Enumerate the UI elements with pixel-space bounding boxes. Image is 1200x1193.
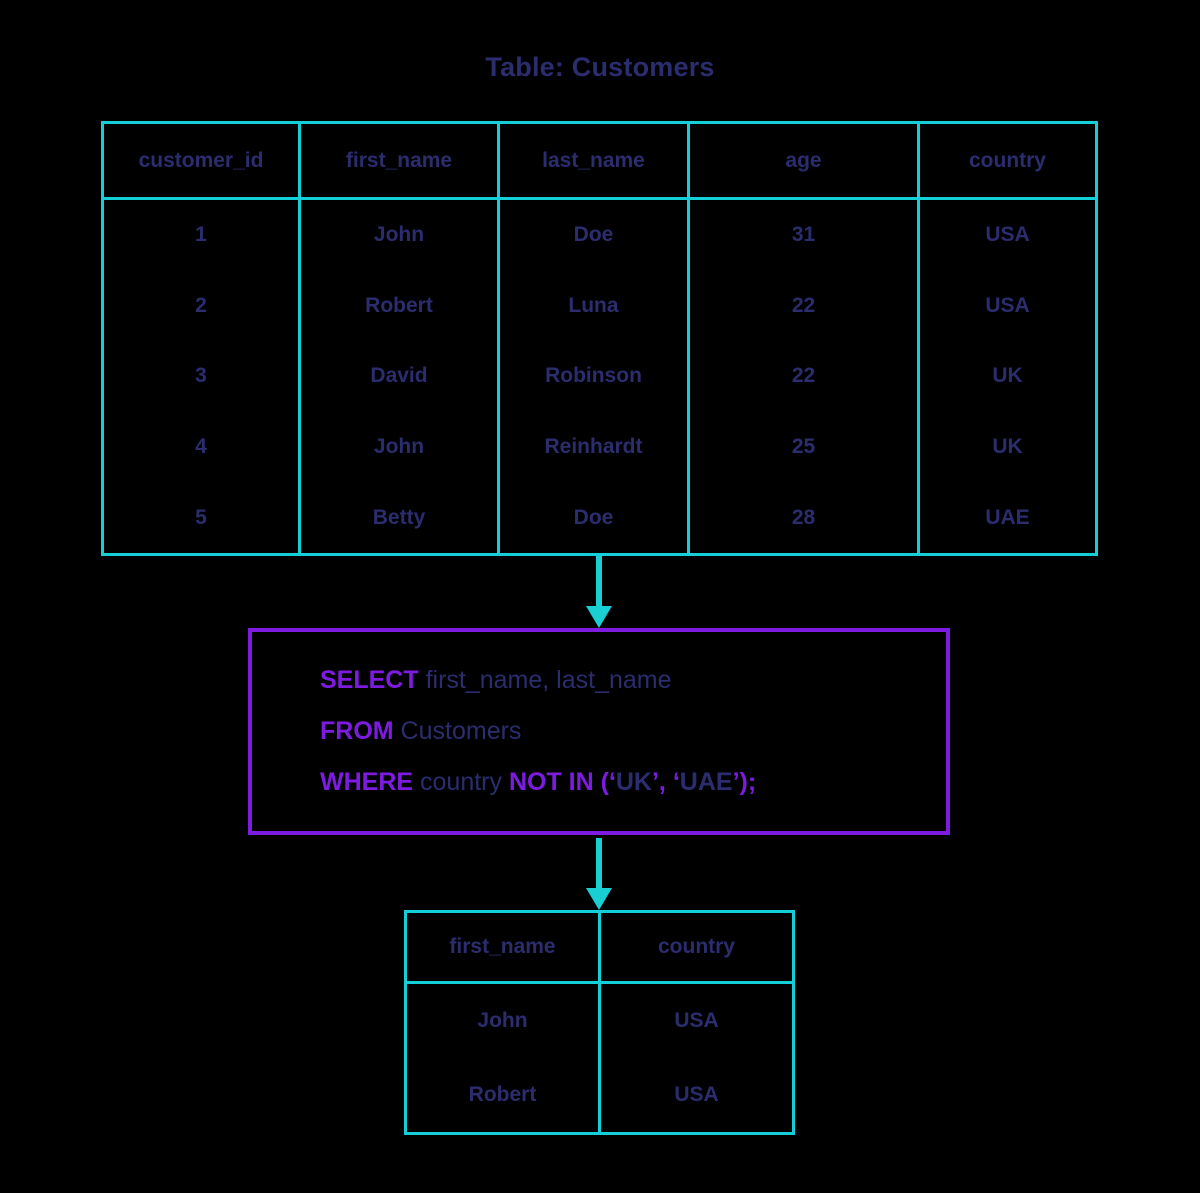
page-title: Table: Customers	[485, 52, 715, 82]
cell-country: USA	[985, 223, 1030, 247]
cell-age: 25	[690, 411, 920, 483]
table-row: 4 John Reinhardt 25 UK	[104, 411, 1095, 483]
from-table: Customers	[393, 717, 522, 745]
cell-country: UK	[992, 364, 1023, 388]
cell-customer-id: 5	[104, 482, 301, 553]
arrow-head	[586, 888, 612, 910]
arrow-shaft	[596, 556, 602, 608]
open-paren-quote: (‘	[593, 768, 616, 796]
cell-customer-id: 3	[104, 341, 301, 412]
close-paren-semicolon: ’);	[732, 768, 757, 796]
cell-last-name: Reinhardt	[500, 411, 690, 483]
table-header-row: customer_id first_name last_name age cou…	[104, 124, 1095, 200]
cell-first-name: Robert	[301, 270, 500, 342]
table-row: 1 John Doe 31 USA	[104, 200, 1095, 271]
keyword-where: WHERE	[320, 768, 414, 796]
query-line-select: SELECT first_name, last_name	[320, 655, 946, 706]
result-cell-first-name: Robert	[407, 1058, 601, 1132]
table-row: 2 Robert Luna 22 USA	[104, 270, 1095, 342]
cell-age: 28	[690, 482, 920, 553]
column-header-first-name: first_name	[301, 124, 500, 197]
column-header-country: country	[968, 148, 1046, 172]
cell-first-name: John	[301, 411, 500, 483]
sql-query-box: SELECT first_name, last_name FROM Custom…	[248, 628, 950, 835]
result-column-header-first-name: first_name	[407, 913, 601, 981]
arrow-head	[586, 606, 612, 628]
cell-last-name: Robinson	[500, 341, 690, 412]
query-line-from: FROM Customers	[320, 706, 946, 757]
cell-first-name: John	[301, 200, 500, 271]
table-row: 3 David Robinson 22 UK	[104, 341, 1095, 412]
literal-separator: ’, ‘	[651, 768, 680, 796]
cell-last-name: Doe	[500, 200, 690, 271]
cell-customer-id: 4	[104, 411, 301, 483]
cell-customer-id: 1	[104, 200, 301, 271]
result-column-header-country: country	[657, 935, 735, 958]
result-cell-country: USA	[674, 1009, 719, 1032]
column-header-last-name: last_name	[500, 124, 690, 197]
select-columns: first_name, last_name	[418, 666, 672, 694]
cell-country: UK	[992, 435, 1023, 459]
keyword-select: SELECT	[320, 666, 419, 694]
keyword-from: FROM	[320, 717, 394, 745]
result-body: John USA Robert USA	[407, 984, 792, 1132]
literal-uae: UAE	[679, 768, 733, 796]
cell-last-name: Doe	[500, 482, 690, 553]
table-row: 5 Betty Doe 28 UAE	[104, 482, 1095, 553]
column-header-age: age	[690, 124, 920, 197]
arrow-shaft	[596, 838, 602, 890]
result-cell-country: USA	[674, 1083, 719, 1106]
column-header-customer-id: customer_id	[104, 124, 301, 197]
cell-age: 22	[690, 270, 920, 342]
table-body: 1 John Doe 31 USA 2 Robert Luna 22 USA 3…	[104, 200, 1095, 553]
result-cell-first-name: John	[407, 984, 601, 1058]
result-header-row: first_name country	[407, 913, 792, 984]
where-column: country	[413, 768, 509, 796]
table-row: Robert USA	[407, 1058, 792, 1132]
result-table: first_name country John USA Robert USA	[404, 910, 795, 1135]
query-line-where: WHERE country NOT IN (‘UK’, ‘UAE’);	[320, 757, 946, 808]
cell-age: 31	[690, 200, 920, 271]
customers-table: customer_id first_name last_name age cou…	[101, 121, 1098, 556]
cell-last-name: Luna	[500, 270, 690, 342]
cell-country: UAE	[985, 505, 1030, 529]
keyword-not-in: NOT IN	[508, 768, 594, 796]
cell-first-name: Betty	[301, 482, 500, 553]
cell-first-name: David	[301, 341, 500, 412]
table-row: John USA	[407, 984, 792, 1058]
cell-country: USA	[985, 293, 1030, 317]
arrow-down-icon	[586, 556, 612, 628]
arrow-down-icon	[586, 838, 612, 910]
cell-age: 22	[690, 341, 920, 412]
cell-customer-id: 2	[104, 270, 301, 342]
literal-uk: UK	[615, 768, 652, 796]
